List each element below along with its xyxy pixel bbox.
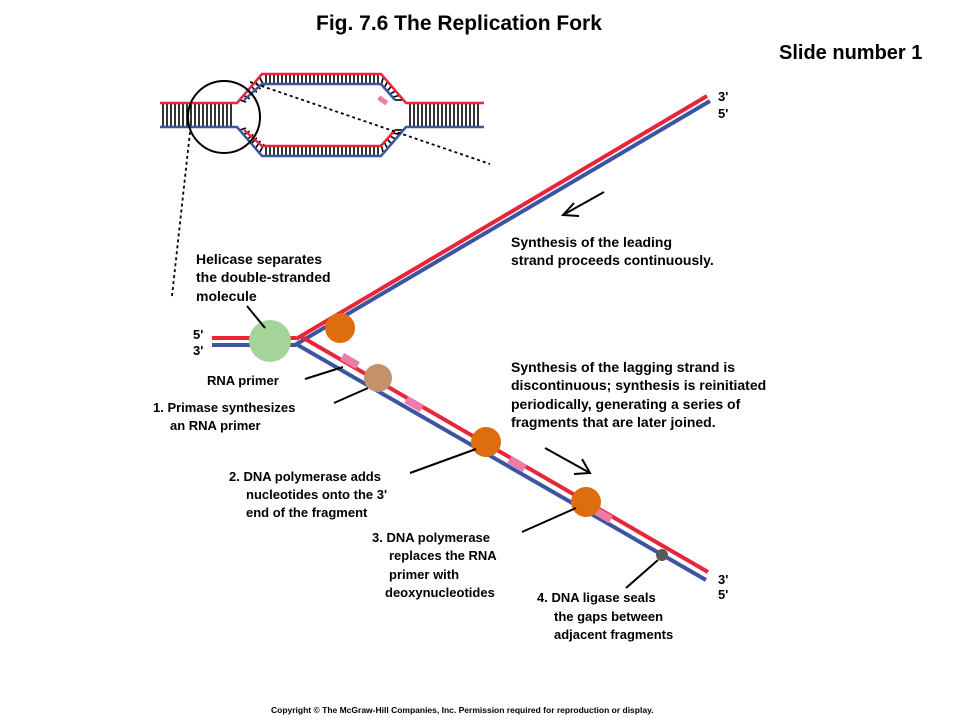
step1-line1: 1. Primase synthesizes [153, 400, 296, 415]
figure-title: Fig. 7.6 The Replication Fork [316, 12, 602, 35]
lagging-blue-strand [295, 342, 707, 582]
helicase-pointer [246, 305, 266, 329]
lagging-direction-arrow [544, 447, 592, 475]
leading-red-strand [294, 94, 709, 341]
step3-line3: primer with [389, 567, 460, 582]
helicase-caption-line1: Helicase separates [196, 251, 323, 267]
dna-ligase [656, 549, 668, 561]
leading-blue-strand [293, 99, 712, 347]
rna-primers [340, 353, 613, 523]
helicase-caption-line3: molecule [196, 288, 257, 304]
zoom-dotted-line-right [249, 81, 491, 165]
step3-line2: replaces the RNA [389, 548, 497, 563]
replication-bubble [160, 72, 491, 297]
zoom-dotted-line-left [171, 131, 191, 297]
bubble-new-strand-top [243, 82, 396, 101]
step2-line1: 2. DNA polymerase adds [229, 469, 381, 484]
helicase [249, 320, 291, 362]
primase [364, 364, 392, 392]
dna-polymerase-replacing [571, 487, 601, 517]
zoom-circle [187, 80, 261, 154]
lagging-caption-line3: periodically, generating a series of [511, 396, 741, 412]
leading-direction-arrow [560, 191, 605, 217]
base-pair-ticks [162, 75, 479, 155]
rna-primer-pointer [304, 366, 344, 380]
rna-primer-2 [404, 396, 424, 412]
end-label-top-5prime: 5' [718, 106, 729, 121]
step4-line1: 4. DNA ligase seals [537, 590, 656, 605]
primase-pointer [333, 387, 369, 404]
bubble-red-strand [160, 72, 484, 105]
bubble-blue-strand [160, 125, 484, 158]
rna-primer-4 [593, 507, 613, 523]
main-fork [212, 94, 712, 589]
copyright-notice: Copyright © The McGraw-Hill Companies, I… [271, 705, 654, 715]
rna-primer-1 [340, 353, 360, 369]
bubble-primer-mark [377, 95, 389, 106]
end-label-left-3prime: 3' [193, 343, 204, 358]
leading-caption-line2: strand proceeds continuously. [511, 252, 714, 268]
step3-pointer [521, 507, 577, 533]
step2-line3: end of the fragment [246, 505, 368, 520]
pointer-lines [246, 305, 659, 589]
step2-pointer [409, 448, 477, 474]
end-label-left-5prime: 5' [193, 327, 204, 342]
rna-primer-3 [507, 456, 527, 472]
lagging-caption-line4: fragments that are later joined. [511, 414, 716, 430]
rna-primer-label: RNA primer [207, 373, 279, 388]
leading-caption-line1: Synthesis of the leading [511, 234, 673, 250]
step4-line2: the gaps between [554, 609, 664, 624]
leading-dna-polymerase [325, 313, 355, 343]
end-label-top-3prime: 3' [718, 89, 729, 104]
step2-line2: nucleotides onto the 3' [246, 487, 388, 502]
end-label-bottom-3prime: 3' [718, 572, 729, 587]
step4-line3: adjacent fragments [554, 627, 674, 642]
helicase-caption-line2: the double-stranded [196, 269, 331, 285]
step3-line1: 3. DNA polymerase [372, 530, 491, 545]
lagging-caption-line1: Synthesis of the lagging strand is [511, 359, 736, 375]
dna-polymerase-adding [471, 427, 501, 457]
slide-number: Slide number 1 [779, 42, 923, 64]
lagging-caption-line2: discontinuous; synthesis is reinitiated [511, 377, 767, 393]
end-label-bottom-5prime: 5' [718, 587, 729, 602]
step1-line2: an RNA primer [170, 418, 261, 433]
step3-line4: deoxynucleotides [385, 585, 495, 600]
step4-pointer [625, 559, 659, 589]
